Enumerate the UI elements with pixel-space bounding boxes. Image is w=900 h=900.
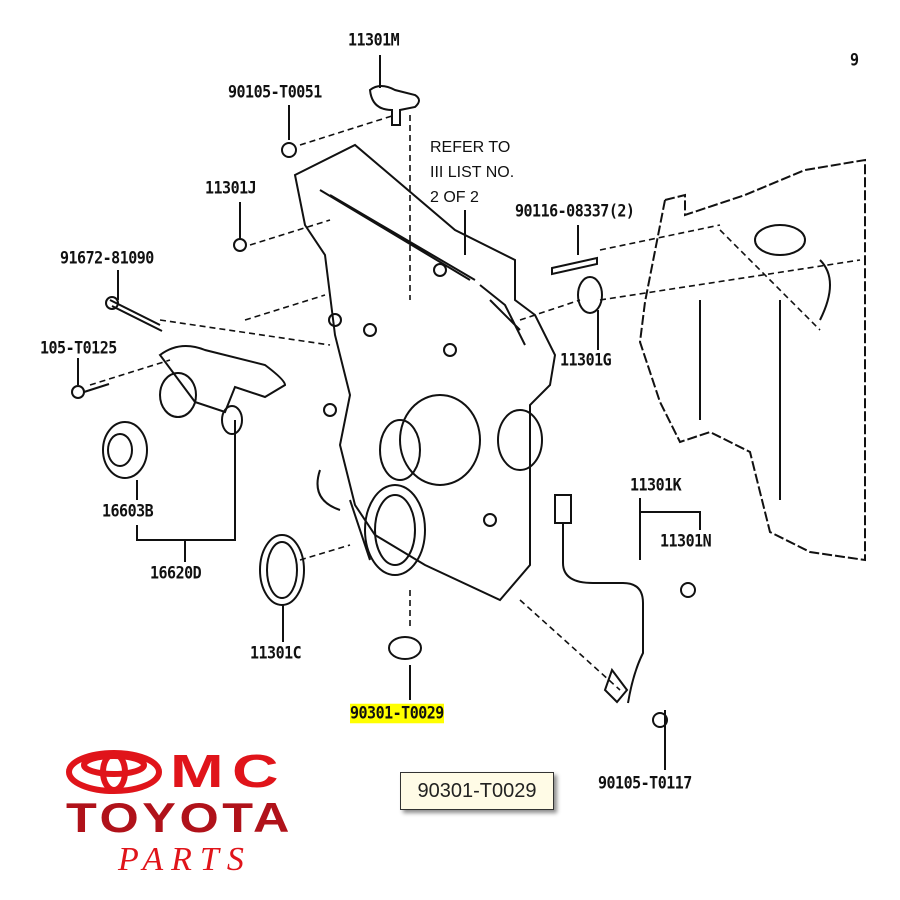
part-label-11301C[interactable]: 11301C xyxy=(250,642,302,664)
part-label-11301K[interactable]: 11301K xyxy=(630,474,682,496)
logo-mc-text: MC xyxy=(170,745,287,797)
part-label-16620D[interactable]: 16620D xyxy=(150,562,202,584)
refer-note-line3: 2 OF 2 xyxy=(430,189,479,206)
part-label-11301G[interactable]: 11301G xyxy=(560,349,612,371)
part-label-90105-T0051[interactable]: 90105-T0051 xyxy=(228,81,322,103)
dashed-assembly-lines xyxy=(89,114,861,691)
part-label-11301J[interactable]: 11301J xyxy=(205,177,257,199)
part-label-16603B[interactable]: 16603B xyxy=(102,500,154,522)
logo-toyota-text: TOYOTA xyxy=(66,794,293,841)
refer-note-line2: III LIST NO. xyxy=(430,164,515,181)
logo-parts-text: PARTS xyxy=(118,841,252,878)
part-label-90105-T0117[interactable]: 90105-T0117 xyxy=(598,772,692,794)
part-label-91672-81090[interactable]: 91672-81090 xyxy=(60,247,154,269)
part-number-tooltip: 90301-T0029 xyxy=(400,772,554,810)
part-label-cut-off: 9 xyxy=(850,49,859,71)
refer-note-line1: REFER TO xyxy=(430,139,511,156)
part-label-90301-T0029-highlighted[interactable]: 90301-T0029 xyxy=(350,702,444,724)
part-label-105-T0125[interactable]: 105-T0125 xyxy=(40,337,117,359)
part-label-90116-08337[interactable]: 90116-08337(2) xyxy=(515,200,635,222)
toyota-emblem-icon xyxy=(66,750,162,794)
part-label-11301N[interactable]: 11301N xyxy=(660,530,712,552)
leader-lines xyxy=(77,55,701,770)
part-label-11301M[interactable]: 11301M xyxy=(348,29,400,51)
